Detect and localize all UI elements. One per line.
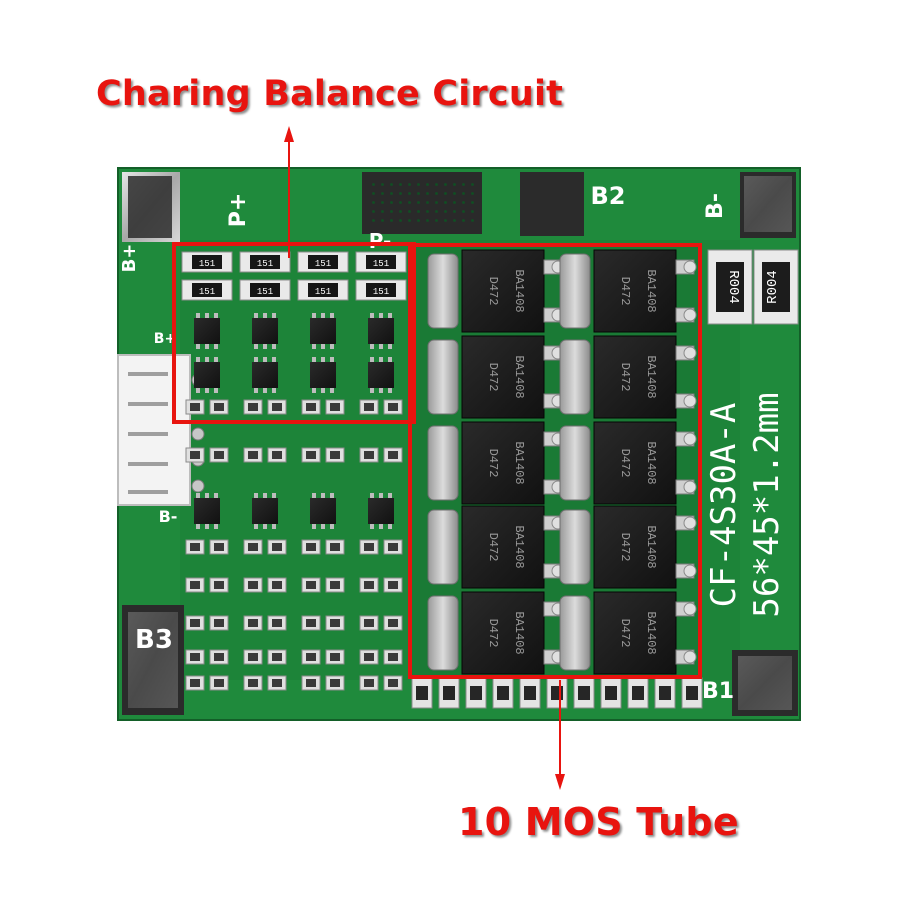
resistor-marking: 151 [315, 259, 331, 269]
shunt-marking-1: R004 [725, 270, 741, 304]
mosfet-tab [559, 253, 591, 329]
bottom-component-strip [411, 677, 703, 709]
model-text: CF-4S30A-A [704, 403, 744, 608]
mosfet-marking: D472 [618, 277, 632, 306]
label-b-minus-left: B- [159, 507, 178, 526]
balance-circuit-callout: Charing Balance Circuit [96, 74, 564, 114]
mosfet-marking: D472 [618, 449, 632, 478]
sot-ic [368, 318, 394, 344]
mosfet-marking: D472 [486, 363, 500, 392]
mosfet-tab [427, 595, 459, 671]
mos-highlight-box [408, 243, 702, 679]
label-b-plus: B+ [119, 244, 140, 273]
mosfet-tab [427, 425, 459, 501]
mosfet-tab [427, 339, 459, 415]
mosfet-body [593, 591, 677, 675]
mosfet-body [593, 505, 677, 589]
mosfet-marking: D472 [486, 619, 500, 648]
shunt-marking-2: R004 [765, 270, 781, 304]
sot-ic [194, 362, 220, 388]
label-p-plus: P+ [226, 193, 251, 228]
label-b2: B2 [591, 182, 626, 210]
mosfet-marking: BA1408 [644, 611, 658, 654]
sot-ic [310, 498, 336, 524]
mosfet-tab [559, 509, 591, 585]
resistor-marking: 151 [373, 287, 389, 297]
mos-arrow-head [555, 774, 565, 790]
sot-ic [194, 318, 220, 344]
resistor-marking: 151 [315, 287, 331, 297]
label-b-plus-small: B+ [154, 331, 176, 347]
mosfet-marking: BA1408 [512, 441, 526, 484]
sot-ic [252, 318, 278, 344]
sot-ic [252, 498, 278, 524]
mosfet-body [593, 421, 677, 505]
label-b1: B1 [702, 679, 734, 704]
mosfet-marking: BA1408 [512, 611, 526, 654]
resistor-marking: 151 [373, 259, 389, 269]
sot-ic [194, 498, 220, 524]
mosfet-marking: BA1408 [644, 525, 658, 568]
resistor-marking: 151 [257, 259, 273, 269]
connector-slots [128, 372, 168, 494]
balance-highlight-box [172, 242, 416, 424]
mosfet-body [593, 249, 677, 333]
sot-ic [368, 362, 394, 388]
sot-ic [368, 498, 394, 524]
resistor-marking: 151 [199, 287, 215, 297]
mosfet-marking: BA1408 [512, 355, 526, 398]
mosfet-tab [427, 509, 459, 585]
label-b3: B3 [135, 625, 173, 655]
mosfet-marking: D472 [618, 619, 632, 648]
mos-tube-callout: 10 MOS Tube [458, 800, 739, 844]
label-p-minus: P- [369, 229, 392, 253]
mosfet-body [593, 335, 677, 419]
mosfet-marking: D472 [618, 533, 632, 562]
mosfet-marking: D472 [486, 533, 500, 562]
mosfet-marking: D472 [486, 449, 500, 478]
mosfet-marking: BA1408 [512, 269, 526, 312]
balance-circuit-components: 151 151 151 151 151 151 151 151 [181, 251, 407, 691]
balance-connector [117, 354, 191, 506]
mosfet-body [461, 249, 545, 333]
resistor-marking: 151 [257, 287, 273, 297]
sot-ic [252, 362, 278, 388]
mosfet-tab [559, 595, 591, 671]
mosfet-tab [427, 253, 459, 329]
balance-arrow-head [284, 126, 294, 142]
mosfet-body [461, 421, 545, 505]
mosfet-marking: D472 [486, 277, 500, 306]
resistor-marking: 151 [199, 259, 215, 269]
mosfet-body [461, 505, 545, 589]
size-text: 56*45*1.2mm [747, 392, 787, 617]
pad-b2-area [520, 172, 584, 236]
shunt-resistors: R004 R004 [707, 249, 799, 325]
sot-ic [310, 318, 336, 344]
mosfet-tab [559, 425, 591, 501]
sot-ic [310, 362, 336, 388]
mosfet-marking: BA1408 [644, 269, 658, 312]
mosfet-body [461, 335, 545, 419]
mosfet-body [461, 591, 545, 675]
mosfet-marking: D472 [618, 363, 632, 392]
label-b-minus-top: B- [703, 193, 728, 219]
mosfet-marking: BA1408 [644, 355, 658, 398]
mosfet-tab [559, 339, 591, 415]
mosfet-marking: BA1408 [512, 525, 526, 568]
mosfet-marking: BA1408 [644, 441, 658, 484]
